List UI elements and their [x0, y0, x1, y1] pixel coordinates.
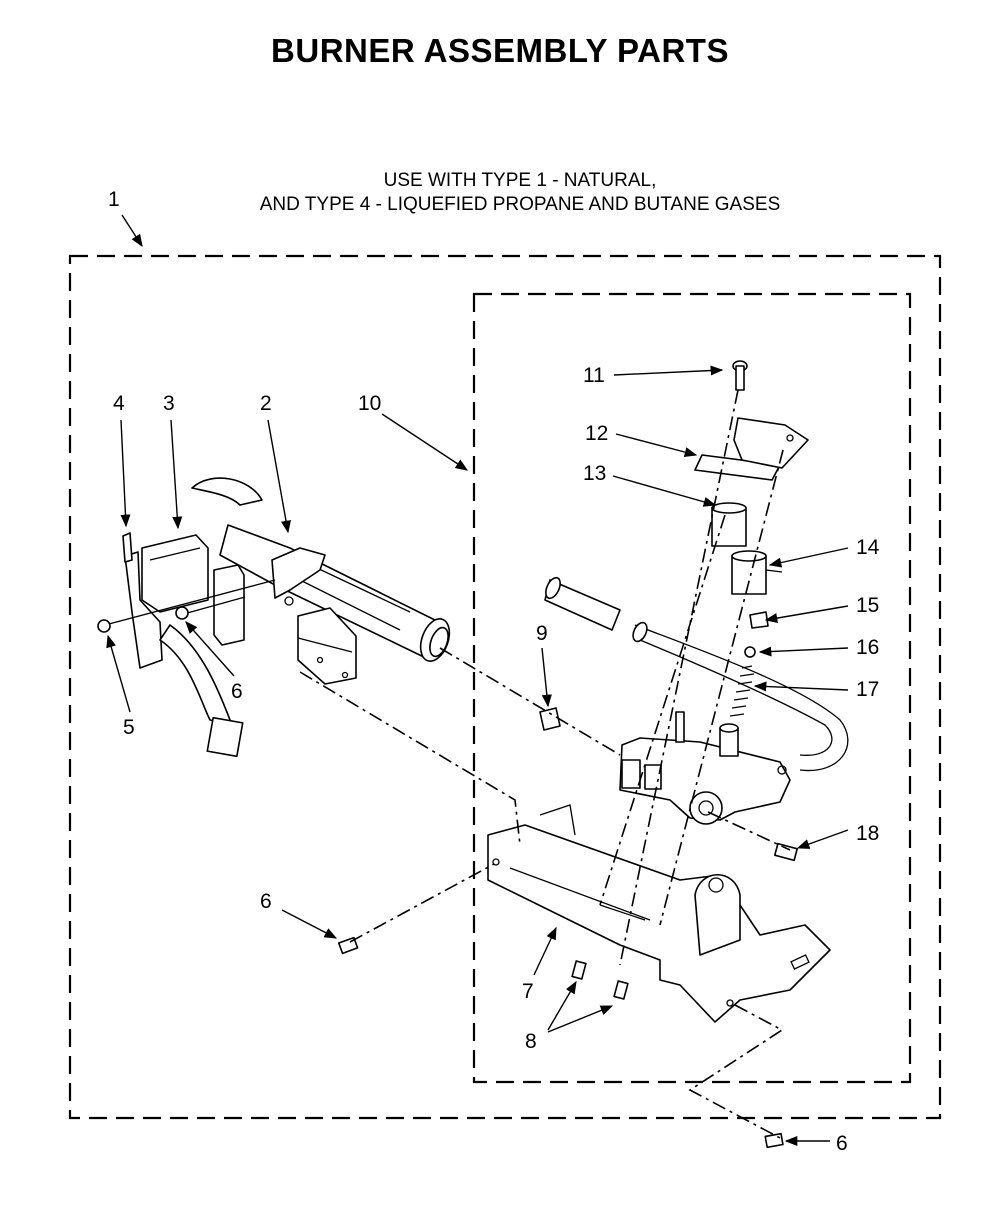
fittings — [539, 707, 799, 862]
callout-14: 14 — [856, 536, 880, 559]
valve-assembly-boundary — [472, 292, 912, 1084]
callout-3: 3 — [163, 392, 175, 415]
callout-13: 13 — [583, 462, 606, 485]
callout-leaders — [106, 214, 849, 1147]
callout-2: 2 — [260, 392, 272, 415]
callout-4: 4 — [113, 392, 125, 415]
gas-valve-body — [619, 711, 791, 825]
callout-9: 9 — [536, 622, 548, 645]
gas-valve-coils — [711, 502, 783, 595]
callout-10: 10 — [358, 392, 381, 415]
callout-16: 16 — [856, 636, 879, 659]
callout-6c: 6 — [836, 1132, 848, 1155]
callout-6b: 6 — [260, 890, 272, 913]
bracket-screws — [571, 960, 629, 1000]
assembly-lines — [299, 389, 791, 1139]
callout-6a: 6 — [231, 680, 243, 703]
callout-15: 15 — [856, 594, 879, 617]
callout-11: 11 — [583, 364, 605, 387]
subtitle-line-2: AND TYPE 4 - LIQUEFIED PROPANE AND BUTAN… — [259, 194, 781, 215]
outer-assembly-boundary — [68, 254, 942, 1120]
mounting-bracket — [487, 804, 831, 1023]
callout-5: 5 — [123, 716, 135, 739]
retainer-screw — [732, 360, 748, 391]
screws-left — [97, 579, 276, 633]
coil-retainer — [694, 417, 809, 481]
burner-tube — [191, 477, 451, 662]
callout-8: 8 — [525, 1030, 537, 1053]
callout-12: 12 — [585, 422, 608, 445]
burner-bracket — [297, 607, 357, 685]
callout-18: 18 — [856, 822, 879, 845]
callout-1: 1 — [108, 188, 120, 211]
callout-17: 17 — [856, 678, 879, 701]
flame-sensor — [122, 532, 244, 758]
callout-7: 7 — [522, 980, 534, 1003]
callout-labels: 1 2 3 4 5 6 10 11 12 13 14 15 16 17 9 18… — [108, 188, 880, 1155]
igniter — [141, 534, 245, 646]
subtitle-line-1: USE WITH TYPE 1 - NATURAL, — [383, 170, 657, 191]
page-title: BURNER ASSEMBLY PARTS — [271, 32, 729, 69]
regulator-parts — [729, 611, 769, 717]
tube-section — [544, 576, 849, 772]
